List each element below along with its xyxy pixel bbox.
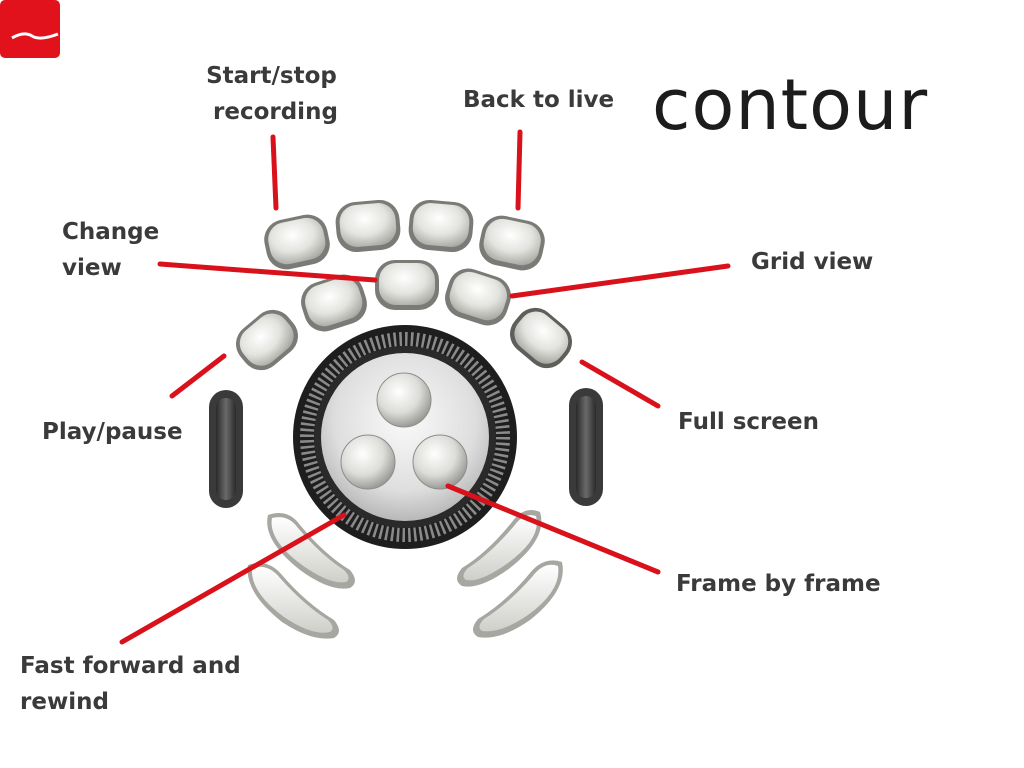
right-side-groove-inner [576,396,596,498]
left-side-groove-inner [216,398,236,500]
label-grid-view: Grid view [751,249,874,275]
label-start-stop-line1: Start/stop [206,63,337,89]
grid-view-key[interactable] [440,263,516,330]
rewind-paddles[interactable] [247,512,355,639]
label-fast-forward-line2: rewind [20,689,109,715]
key-mid-2[interactable] [296,269,372,336]
key-row-top [261,198,549,274]
callout-line-full-screen [579,359,661,409]
full-screen-key[interactable] [502,300,580,377]
contour-logo-mark-icon [0,0,60,58]
label-change-view: Change view [62,214,159,286]
callout-line-grid-view [509,263,731,299]
label-full-screen: Full screen [678,409,819,435]
label-change-view-line2: view [62,255,122,281]
callout-line-change-view [157,261,378,283]
callout-line-play-pause [169,353,227,399]
label-play-pause: Play/pause [42,419,183,445]
play-pause-key[interactable] [228,302,306,379]
label-start-stop-line2: recording [213,99,338,125]
change-view-key[interactable] [375,260,439,310]
fast-forward-paddles[interactable] [457,509,563,638]
callout-line-fast-forward [119,512,347,645]
callout-line-start-stop [270,134,279,211]
key-top-2[interactable] [334,198,402,253]
key-top-3[interactable] [407,198,475,253]
callout-line-back-to-live [515,129,523,211]
label-back-to-live: Back to live [463,87,615,113]
callout-line-frame-by-frame [445,483,661,575]
label-change-view-line1: Change [62,219,160,245]
label-start-stop: Start/stop recording [205,58,338,130]
label-frame-by-frame: Frame by frame [676,571,881,597]
center-top-button[interactable] [376,372,432,428]
brand-logo-text: contour [652,64,929,146]
start-stop-key[interactable] [261,211,334,273]
key-row-bottom [228,260,580,379]
back-to-live-key[interactable] [476,212,549,274]
frame-forward-button[interactable] [412,434,468,490]
label-fast-forward-line1: Fast forward and [20,653,241,679]
label-fast-forward: Fast forward and rewind [20,648,241,720]
frame-back-button[interactable] [340,434,396,490]
callout-lines [119,129,731,645]
